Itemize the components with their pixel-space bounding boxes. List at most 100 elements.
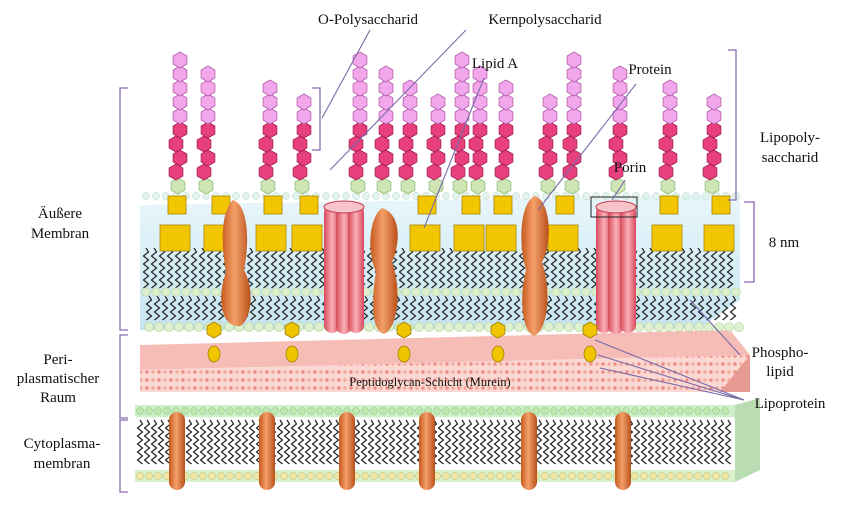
lipid-a-label: Lipid A	[472, 56, 518, 72]
lps-chain	[259, 80, 277, 194]
core-sugar	[197, 136, 211, 152]
phospholipid-head	[255, 323, 264, 332]
cyto-lipid-head	[632, 408, 639, 415]
periplasma-label-line1: Peri-	[43, 352, 72, 368]
core-sugar	[403, 150, 417, 166]
cyto-lipid-tail	[670, 420, 675, 464]
phospholipid-head	[645, 323, 654, 332]
cyto-lipid-tail	[299, 420, 304, 464]
phospholipid-head	[162, 288, 170, 296]
cyto-lipid-tail	[194, 420, 199, 464]
core-sugar	[539, 136, 553, 152]
phospholipid-head	[662, 288, 670, 296]
cyto-lipid-head	[254, 408, 261, 415]
lipopolysaccharid-label-line2: saccharid	[762, 150, 819, 166]
cyto-lipid-head	[605, 473, 612, 480]
cyto-lipid-head	[380, 408, 387, 415]
lipid-a-block	[160, 225, 190, 251]
phospholipid-head	[415, 323, 424, 332]
cyto-lipid-tail	[544, 420, 549, 464]
cyto-lipid-head	[686, 473, 693, 480]
cyto-lipid-tail	[222, 420, 227, 464]
lipoprotein-anchor	[208, 346, 220, 362]
phospholipid-head	[315, 323, 324, 332]
outer-membrane-brace	[120, 88, 128, 330]
cyto-lipid-head	[209, 473, 216, 480]
outer-leaflet-head	[342, 192, 349, 199]
cyto-lipid-head	[479, 473, 486, 480]
core-sugar	[543, 150, 557, 166]
cyto-lipid-head	[155, 408, 162, 415]
cyto-lipid-head	[335, 408, 342, 415]
phospholipid-head	[145, 323, 154, 332]
cyto-lipid-tail	[495, 420, 500, 464]
phospholipid-head	[472, 288, 480, 296]
o-polysaccharid-label: O-Polysaccharid	[318, 12, 418, 28]
o-polysaccharid-bracket	[312, 88, 320, 150]
cyto-lipid-head	[317, 408, 324, 415]
phospholipid-head	[565, 323, 574, 332]
phospholipid-head	[575, 323, 584, 332]
core-sugar	[293, 164, 307, 180]
cyto-lipid-head	[704, 408, 711, 415]
phospholipid-head	[505, 323, 514, 332]
cyto-lipid-head	[569, 473, 576, 480]
o-antigen-sugar	[379, 66, 393, 82]
cyto-lipid-head	[578, 473, 585, 480]
outer-leaflet-head	[682, 192, 689, 199]
core-sugar	[495, 136, 509, 152]
phospholipid-head	[665, 323, 674, 332]
core-sugar	[471, 178, 485, 194]
lps-chain	[349, 52, 367, 194]
cyto-lipid-tail	[726, 420, 731, 464]
cyto-lipid-head	[704, 473, 711, 480]
phospholipid-head	[212, 288, 220, 296]
cyto-lipid-head	[380, 473, 387, 480]
phospholipid-head	[195, 323, 204, 332]
cyto-lipid-head	[326, 408, 333, 415]
outer-leaflet-head	[392, 192, 399, 199]
outer-leaflet-head	[512, 192, 519, 199]
phospholipid-head	[305, 323, 314, 332]
cyto-lipid-head	[506, 408, 513, 415]
core-sugar	[609, 136, 623, 152]
outer-leaflet-head	[642, 192, 649, 199]
cyto-lipid-head	[560, 408, 567, 415]
phospholipid-head	[562, 288, 570, 296]
cyto-lipid-head	[641, 408, 648, 415]
cyto-lipid-head	[713, 408, 720, 415]
lipopolysaccharid-label-line1: Lipopoly-	[760, 130, 820, 146]
o-antigen-sugar	[663, 80, 677, 96]
cyto-lipid-head	[497, 408, 504, 415]
cyto-lipid-head	[317, 473, 324, 480]
phospholipid-head	[695, 323, 704, 332]
core-sugar	[197, 164, 211, 180]
cyto-lipid-head	[668, 473, 675, 480]
cyto-lipid-head	[218, 408, 225, 415]
cyto-lipid-head	[497, 473, 504, 480]
cyto-lipid-tail	[313, 420, 318, 464]
cyto-lipid-head	[677, 473, 684, 480]
cyto-lipid-head	[362, 473, 369, 480]
outer-leaflet-head	[332, 192, 339, 199]
cyto-lipid-tail	[439, 420, 444, 464]
cyto-lipid-tail	[355, 420, 360, 464]
cyto-lipid-head	[470, 408, 477, 415]
lipid-a-block	[168, 196, 186, 214]
cytoplasmic-membrane-protein	[339, 412, 355, 490]
cyto-lipid-head	[641, 473, 648, 480]
cyto-lipid-head	[290, 473, 297, 480]
cyto-lipid-head	[389, 473, 396, 480]
lps-chain	[563, 52, 581, 194]
lipid-a-block	[486, 225, 516, 251]
core-sugar	[349, 164, 363, 180]
cyto-lipid-head	[659, 408, 666, 415]
cyto-lipid-tail	[292, 420, 297, 464]
cyto-lipid-tail	[376, 420, 381, 464]
cyto-lipid-tail	[369, 420, 374, 464]
phospholipid-head	[155, 323, 164, 332]
cyto-lipid-head	[443, 473, 450, 480]
cyto-lipid-head	[389, 408, 396, 415]
phospholipid-head	[402, 288, 410, 296]
cyto-lipid-tail	[320, 420, 325, 464]
